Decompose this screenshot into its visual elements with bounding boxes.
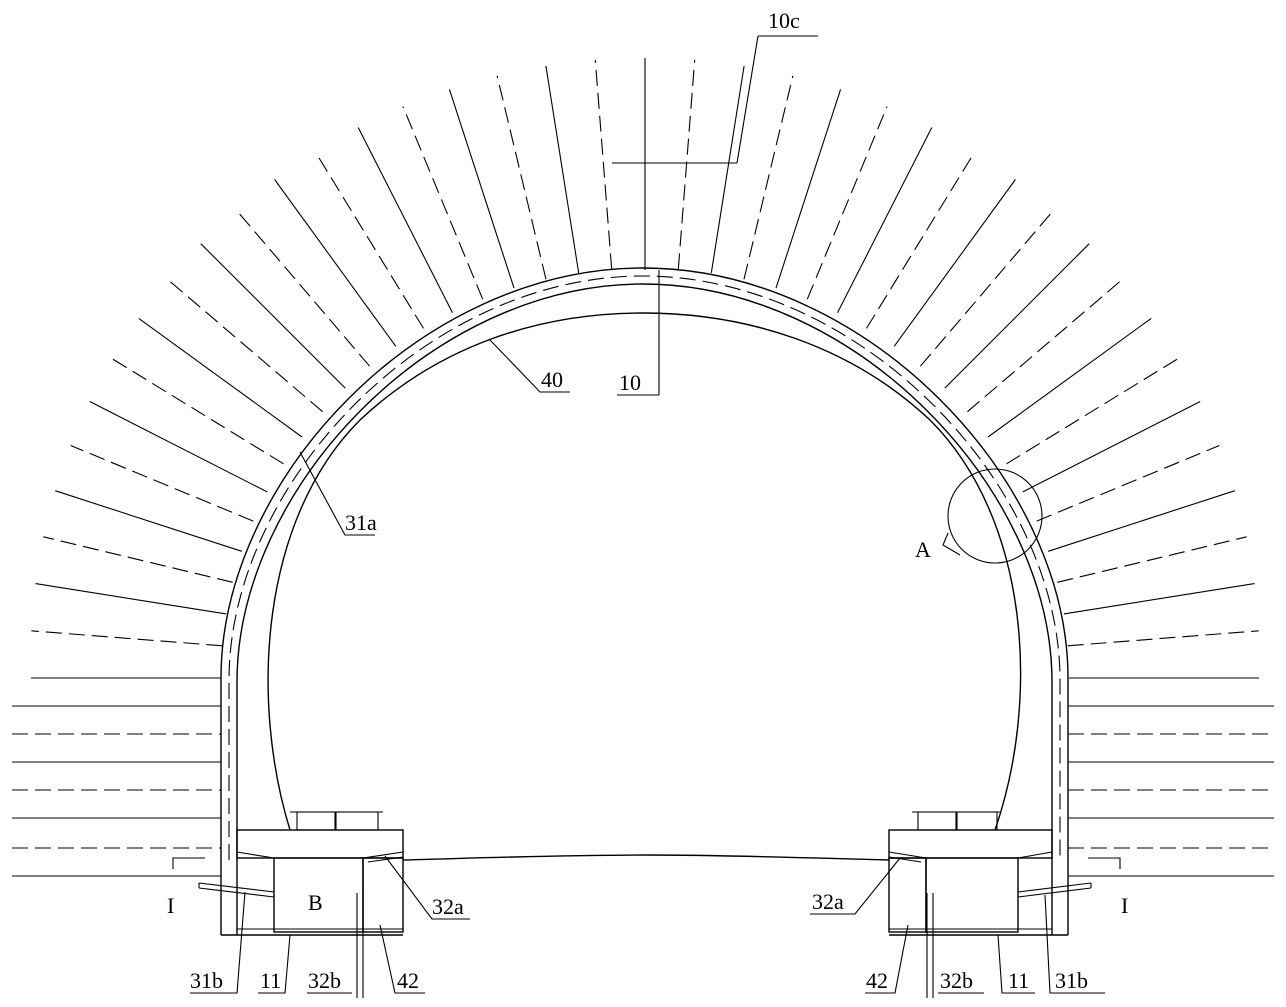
- anchor-bolt: [112, 358, 284, 465]
- label-32a-left: 32a: [432, 894, 464, 919]
- label-32b-right: 32b: [940, 968, 973, 993]
- anchor-bolt: [43, 536, 233, 583]
- anchor-bolt: [200, 243, 346, 389]
- anchor-bolt: [866, 151, 976, 329]
- anchor-bolt: [775, 89, 842, 289]
- label-42-right: 42: [866, 968, 888, 993]
- label-31b-right: 31b: [1055, 968, 1088, 993]
- leader-40: [489, 339, 570, 393]
- anchor-bolt: [235, 209, 371, 367]
- anchor-bolt: [167, 279, 323, 413]
- secondary-lining-40: [267, 312, 1022, 831]
- anchor-bolt: [496, 75, 547, 280]
- anchor-bolt: [1006, 358, 1178, 465]
- side-anchor-bolts: [12, 705, 1274, 877]
- anchor-bolt: [893, 179, 1016, 347]
- anchor-bolt: [314, 151, 424, 329]
- anchor-bolt: [35, 583, 227, 615]
- leader-31b-right: [1044, 894, 1105, 994]
- anchor-bolt: [31, 630, 223, 647]
- anchor-bolts: [31, 59, 1259, 679]
- right-footing-slope: [1017, 851, 1053, 859]
- anchor-bolt: [402, 106, 484, 300]
- right-drain-block-42: [888, 857, 927, 933]
- label-40: 40: [541, 367, 563, 392]
- left-drain-31b-pipe-2: [198, 887, 275, 898]
- anchor-bolt: [1022, 401, 1201, 493]
- label-11-left: 11: [260, 968, 281, 993]
- anchor-bolt: [1057, 536, 1247, 583]
- anchor-bolt: [967, 279, 1123, 413]
- anchor-bolt: [594, 59, 613, 270]
- anchor-bolt: [274, 179, 397, 347]
- right-drain-31b-pipe: [1017, 882, 1092, 893]
- right-foundation-block: [925, 857, 1019, 933]
- anchor-bolt: [70, 444, 254, 522]
- label-11-right: 11: [1008, 968, 1029, 993]
- outer-lining-outline: [220, 267, 1069, 935]
- anchor-bolt: [677, 59, 696, 270]
- left-drain-block-42: [362, 857, 404, 933]
- label-10c: 10c: [768, 8, 800, 33]
- anchor-bolt: [138, 317, 303, 438]
- anchor-bolt: [55, 490, 242, 552]
- left-cable-trough-2: [335, 811, 379, 831]
- left-drain-31b-pipe: [198, 882, 275, 893]
- outer-lining-inner-edge: [236, 283, 1053, 935]
- anchor-bolt: [919, 209, 1055, 367]
- left-footing-beam: [236, 829, 404, 859]
- leader-42-right: [865, 924, 909, 994]
- label-A: A: [915, 537, 931, 562]
- anchor-bolt: [710, 65, 745, 274]
- label-32b-left: 32b: [308, 968, 341, 993]
- label-31b-left: 31b: [190, 968, 223, 993]
- anchor-bolt: [545, 65, 580, 274]
- left-drain-32a: [362, 851, 404, 859]
- leader-10c-diagonal: [736, 35, 759, 164]
- anchor-bolt: [1063, 583, 1255, 615]
- label-42-left: 42: [397, 968, 419, 993]
- anchor-bolt: [89, 401, 268, 493]
- waterproof-layer-31a: [228, 275, 1061, 860]
- label-I-left: I: [167, 893, 174, 918]
- right-drain-32a: [888, 851, 927, 859]
- leader-31a: [299, 451, 375, 536]
- left-footing-slope: [236, 851, 275, 859]
- leader-32a-left: [384, 855, 470, 920]
- leader-32a-right: [810, 857, 901, 915]
- anchor-bolt: [806, 106, 888, 300]
- label-10: 10: [619, 370, 641, 395]
- anchor-bolt: [1067, 630, 1259, 647]
- right-cable-trough-1: [917, 811, 957, 831]
- label-32a-right: 32a: [812, 889, 844, 914]
- section-mark-right: [1088, 857, 1121, 869]
- leader-11-right: [997, 934, 1035, 994]
- anchor-bolt: [1048, 490, 1235, 552]
- leader-11-left: [258, 934, 291, 994]
- anchor-bolt: [837, 127, 933, 313]
- left-cable-trough-1: [296, 811, 336, 831]
- label-B: B: [308, 890, 323, 915]
- right-drain-31b-pipe-2: [1017, 887, 1092, 898]
- anchor-bolt: [1036, 444, 1220, 522]
- right-footing-beam: [888, 829, 1053, 859]
- label-31a: 31a: [345, 510, 377, 535]
- anchor-bolt: [448, 89, 515, 289]
- label-I-right: I: [1121, 893, 1128, 918]
- anchor-bolt: [987, 317, 1152, 438]
- leader-31b-left: [190, 891, 246, 994]
- anchor-bolt: [743, 75, 794, 280]
- anchor-bolt: [944, 243, 1090, 389]
- anchor-bolt: [357, 127, 453, 313]
- right-cable-trough-2: [956, 811, 998, 831]
- detail-A-leader: [942, 532, 961, 556]
- leader-42-left: [379, 924, 425, 994]
- detail-circle-A: [947, 468, 1043, 564]
- left-drain-32a-2: [367, 856, 404, 863]
- right-drain-32a-2: [888, 856, 922, 863]
- section-mark-left: [172, 857, 205, 869]
- road-surface: [402, 854, 890, 861]
